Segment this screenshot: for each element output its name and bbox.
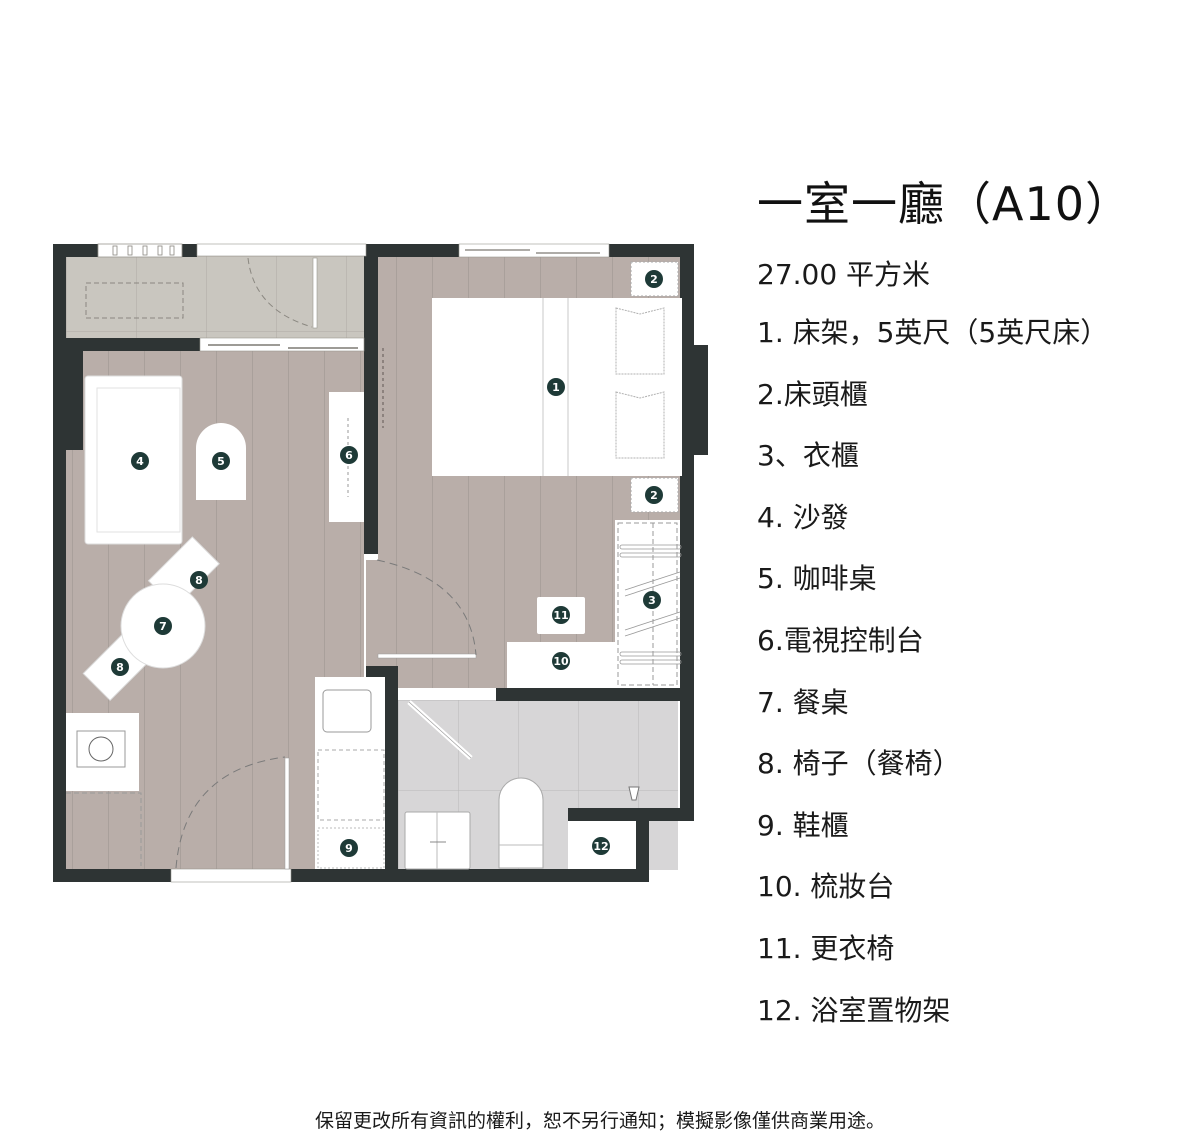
svg-text:4: 4 xyxy=(136,455,144,468)
dressing-stool: 11 xyxy=(537,597,585,634)
legend-item: 9. 鞋櫃 xyxy=(757,808,849,842)
svg-text:6: 6 xyxy=(345,449,353,462)
dining-table: 7 xyxy=(120,583,206,669)
svg-text:9: 9 xyxy=(345,842,353,855)
svg-text:8: 8 xyxy=(116,661,124,674)
bedroom-door xyxy=(376,559,477,659)
entrance-door xyxy=(175,756,290,870)
svg-text:2: 2 xyxy=(650,273,658,286)
bed: 1 xyxy=(432,298,682,476)
legend-item: 4. 沙發 xyxy=(757,500,849,534)
legend-item: 12. 浴室置物架 xyxy=(757,993,951,1027)
shower-door xyxy=(398,690,496,760)
washbasin xyxy=(404,811,471,870)
svg-text:5: 5 xyxy=(217,455,225,468)
furniture-legend: 1. 床架，5英尺（5英尺床） 2.床頭櫃 3、衣櫃 4. 沙發 5. 咖啡桌 … xyxy=(757,314,1108,1053)
legend-item: 1. 床架，5英尺（5英尺床） xyxy=(757,316,1109,349)
svg-text:10: 10 xyxy=(553,655,569,668)
disclaimer: 保留更改所有資訊的權利，恕不另行通知；模擬影像僅供商業用途。 xyxy=(314,1110,885,1132)
coffee-table: 5 xyxy=(196,423,246,500)
legend-item: 2.床頭櫃 xyxy=(757,377,868,411)
walls xyxy=(53,244,708,882)
svg-text:7: 7 xyxy=(159,620,167,633)
windows xyxy=(97,243,610,883)
nightstand-top: 2 xyxy=(630,261,679,297)
svg-text:8: 8 xyxy=(195,574,203,587)
wardrobe: 3 xyxy=(615,520,682,688)
legend-item: 6.電視控制台 xyxy=(757,623,924,657)
legend-item: 5. 咖啡桌 xyxy=(757,562,877,596)
svg-text:12: 12 xyxy=(593,840,608,853)
nightstand-bottom: 2 xyxy=(630,477,679,513)
svg-text:11: 11 xyxy=(553,609,568,622)
toilet xyxy=(498,777,544,869)
balcony xyxy=(66,256,366,339)
tv-console: 6 xyxy=(329,392,364,522)
svg-text:3: 3 xyxy=(648,594,656,607)
shower-head xyxy=(628,786,640,801)
svg-text:2: 2 xyxy=(650,489,658,502)
unit-area: 27.00 平方米 xyxy=(757,258,931,291)
unit-title: 一室一廳（A10） xyxy=(757,177,1133,231)
legend-item: 10. 梳妝台 xyxy=(757,870,895,904)
legend-item: 7. 餐桌 xyxy=(757,685,849,719)
dresser: 10 xyxy=(507,642,615,688)
bathroom-shelf: 12 xyxy=(592,837,610,855)
shoe-cabinet: 9 xyxy=(315,677,385,869)
washing-machine xyxy=(66,713,142,866)
sofa: 4 xyxy=(84,375,183,545)
legend-item: 8. 椅子（餐椅） xyxy=(757,747,961,781)
legend-item: 3、衣櫃 xyxy=(757,439,859,473)
legend-item: 11. 更衣椅 xyxy=(757,931,895,965)
svg-text:1: 1 xyxy=(552,381,560,394)
